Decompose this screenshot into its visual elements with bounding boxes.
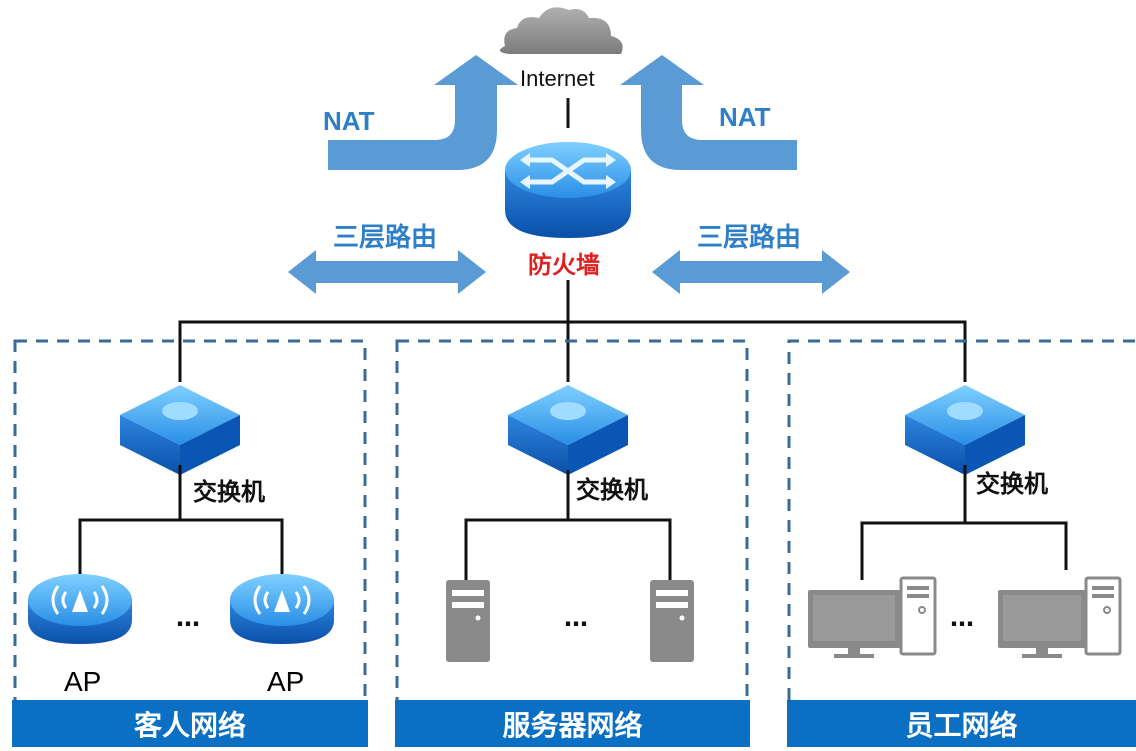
switch-label-server: 交换机	[576, 476, 648, 504]
switch-icon-server	[508, 385, 628, 475]
access-point-icon-left	[28, 574, 132, 644]
server-icon-right	[650, 580, 694, 662]
guest-downlink-right	[180, 518, 284, 585]
nat-arrow-icon-right	[620, 55, 797, 170]
ap-label-left: AP	[64, 666, 102, 697]
zone-title-staff: 员工网络	[787, 700, 1136, 747]
server-icon-left	[446, 580, 490, 662]
zone-title-guest: 客人网络	[12, 700, 368, 747]
server-downlink-right	[568, 518, 672, 580]
routing-label-left: 三层路由	[333, 223, 438, 253]
guest-ellipsis: …	[176, 604, 203, 632]
bidirectional-arrow-icon-right	[652, 250, 850, 294]
switch-label-staff: 交换机	[976, 470, 1048, 498]
firewall-label: 防火墙	[528, 251, 600, 279]
switch-icon-guest	[120, 385, 240, 475]
ap-label-right: AP	[267, 666, 305, 697]
desktop-computer-icon-left	[808, 576, 937, 658]
desktop-computer-icon-right	[998, 576, 1122, 658]
bidirectional-arrow-icon-left	[288, 250, 486, 294]
guest-downlink-left	[78, 465, 182, 585]
cloud-icon	[499, 7, 623, 55]
server-ellipsis: …	[564, 604, 591, 632]
firewall-router-icon	[505, 142, 631, 238]
staff-downlink-right	[965, 521, 1068, 570]
nat-label-left: NAT	[323, 106, 375, 136]
nat-label-right: NAT	[719, 102, 771, 132]
zone-title-server: 服务器网络	[395, 700, 750, 747]
server-downlink-left	[464, 470, 570, 580]
switch-label-guest: 交换机	[193, 478, 265, 506]
nat-arrow-icon-left	[328, 55, 518, 170]
main-bus	[178, 320, 967, 382]
switch-icon-staff	[905, 385, 1025, 475]
routing-label-right: 三层路由	[697, 223, 802, 253]
staff-ellipsis: …	[950, 604, 977, 632]
staff-zone-border	[787, 339, 1136, 721]
access-point-icon-right	[230, 574, 334, 644]
internet-label: Internet	[520, 66, 595, 91]
staff-downlink-left	[860, 465, 967, 580]
